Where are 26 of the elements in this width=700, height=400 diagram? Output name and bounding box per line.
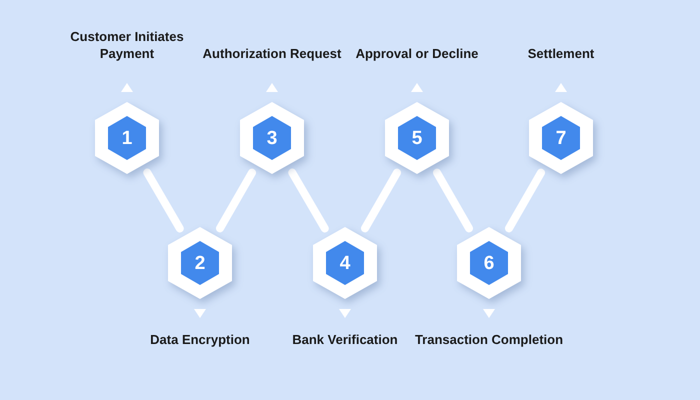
step-number: 1 (122, 128, 132, 148)
connector-line (432, 168, 474, 232)
step-label: Data Encryption (149, 331, 251, 348)
step-label: Transaction Completion (414, 331, 564, 348)
connector-line (504, 168, 546, 232)
connector-line (216, 168, 256, 232)
step-number: 4 (340, 254, 350, 272)
connector-line (143, 168, 184, 232)
step-label: Customer Initiates Payment (69, 28, 185, 62)
hexagon-step (168, 227, 232, 299)
step-number: 6 (484, 254, 494, 272)
hexagon-step (385, 102, 449, 174)
connector-line (288, 168, 329, 232)
hexagon-step (240, 102, 304, 174)
step-label: Settlement (526, 45, 596, 62)
step-number: 7 (556, 128, 566, 148)
connector-line (360, 168, 402, 232)
hexagon-step (529, 102, 593, 174)
step-label: Authorization Request (202, 45, 342, 62)
hexagon-step (95, 102, 159, 174)
step-number: 2 (194, 254, 206, 272)
step-number: 5 (412, 128, 422, 148)
hexagon-step (313, 227, 377, 299)
hexagon-step (457, 227, 521, 299)
step-label: Approval or Decline (354, 45, 480, 62)
step-number: 3 (266, 128, 278, 148)
